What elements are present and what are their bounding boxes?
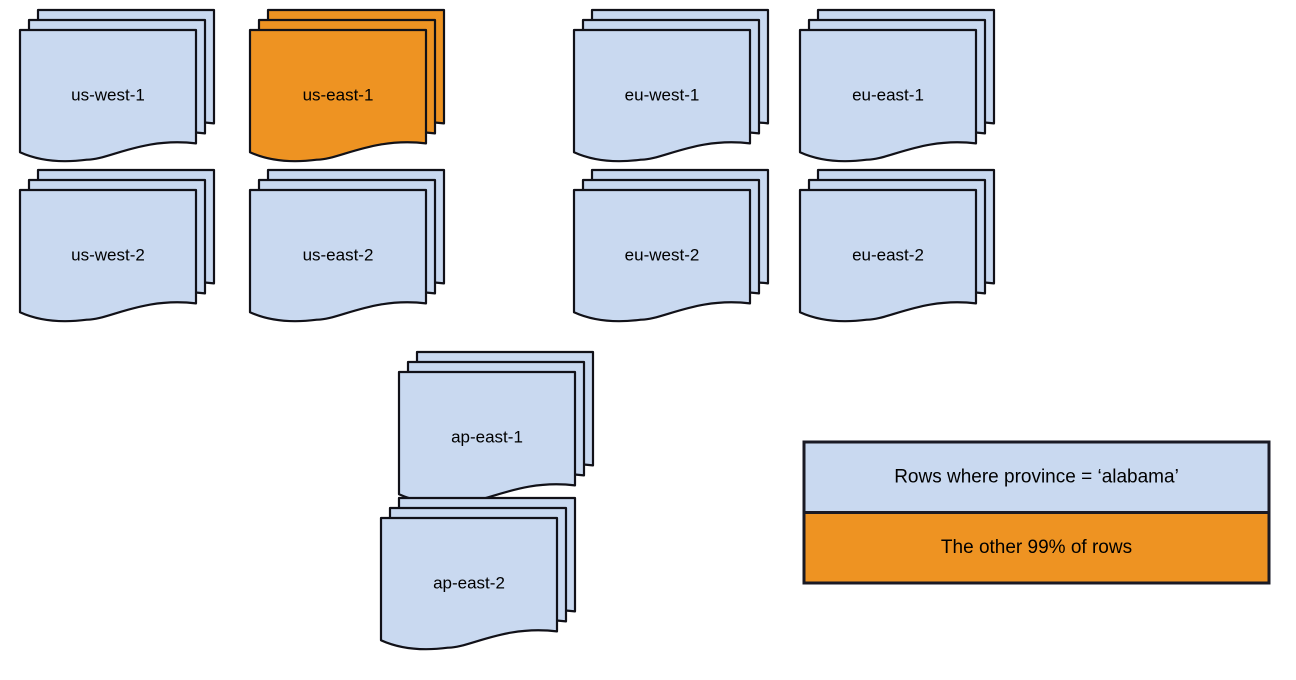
shard-front-face[interactable] [379, 516, 559, 651]
shard-front-face[interactable] [798, 188, 978, 323]
shard-stacks-group: us-west-1 us-east-1 eu-west-1 eu-east-1 us-w… [18, 8, 996, 651]
legend-row-orange-swatch [802, 511, 1271, 585]
shard-stack-us-west-1[interactable]: us-west-1 [18, 8, 216, 163]
shard-stack-eu-west-2[interactable]: eu-west-2 [572, 168, 770, 323]
shard-stack-ap-east-2[interactable]: ap-east-2 [379, 496, 577, 651]
shard-front-face[interactable] [572, 28, 752, 163]
shard-stack-eu-west-1[interactable]: eu-west-1 [572, 8, 770, 163]
legend-row-orange-label: The other 99% of rows [941, 537, 1132, 558]
shard-front-face[interactable] [248, 28, 428, 163]
shard-stack-eu-east-1[interactable]: eu-east-1 [798, 8, 996, 163]
shard-label: eu-east-2 [852, 245, 924, 264]
shard-label: eu-west-2 [625, 245, 700, 264]
shard-label: us-east-2 [303, 245, 374, 264]
shard-label: eu-west-1 [625, 85, 700, 104]
shard-label: us-east-1 [303, 85, 374, 104]
shard-label: us-west-1 [71, 85, 145, 104]
shard-label: ap-east-1 [451, 427, 523, 446]
shard-stack-ap-east-1[interactable]: ap-east-1 [397, 350, 595, 505]
shard-stack-us-east-1[interactable]: us-east-1 [248, 8, 446, 163]
shard-front-face[interactable] [798, 28, 978, 163]
shard-stack-us-west-2[interactable]: us-west-2 [18, 168, 216, 323]
shard-front-face[interactable] [18, 188, 198, 323]
shard-front-face[interactable] [572, 188, 752, 323]
shard-stack-eu-east-2[interactable]: eu-east-2 [798, 168, 996, 323]
shard-front-face[interactable] [18, 28, 198, 163]
legend: Rows where province = ‘alabama’ The other… [802, 440, 1271, 585]
shard-front-face[interactable] [248, 188, 428, 323]
shard-stack-us-east-2[interactable]: us-east-2 [248, 168, 446, 323]
shard-label: eu-east-1 [852, 85, 924, 104]
legend-row-blue-swatch [802, 440, 1271, 514]
shard-label: us-west-2 [71, 245, 145, 264]
shard-label: ap-east-2 [433, 573, 505, 592]
legend-row-blue-label: Rows where province = ‘alabama’ [894, 466, 1179, 487]
